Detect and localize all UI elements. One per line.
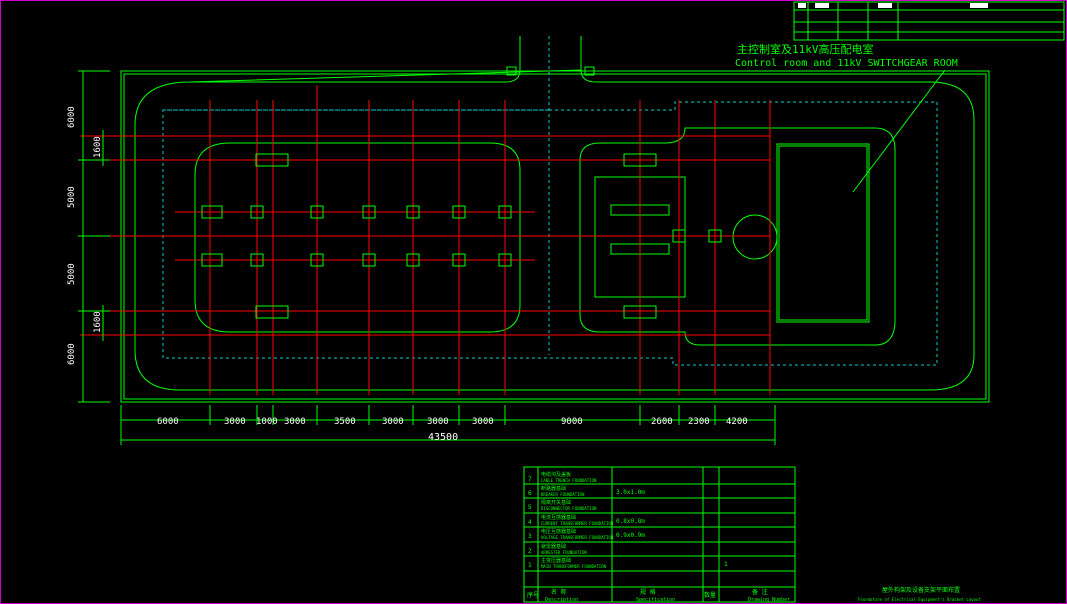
title-block-top	[793, 1, 1065, 41]
dim-left-1: 6000	[67, 106, 77, 128]
table-title-en: Foundation of Electrical Equipment's Bra…	[858, 597, 981, 602]
room-label-en: Control room and 11kV SWITCHGEAR ROOM	[735, 58, 958, 69]
axis-lines-vertical	[209, 85, 771, 395]
row-no: 1	[528, 562, 532, 569]
row-qty: 1	[724, 561, 728, 568]
row-name-en: CURRENT TRANSFORMER FOUNDATION	[541, 521, 614, 526]
row-name-en: MAIN TRANSFORMER FOUNDATION	[541, 564, 607, 569]
equipment-table	[523, 466, 796, 603]
dim-bottom-11: 2300	[688, 417, 710, 427]
dim-bottom-1: 6000	[157, 417, 179, 427]
row-name-en: ARRESTER FOUNDATION	[541, 550, 587, 555]
th-no: 序号	[527, 591, 539, 599]
row-name-cn: 电压互感器基础	[541, 528, 576, 535]
dim-bottom-7: 3000	[427, 417, 449, 427]
th-name-en: Description	[545, 597, 578, 603]
row-name-en: DISCONNECTOR FOUNDATION	[541, 506, 597, 511]
row-name-en: VOLTAGE TRANSFORMER FOUNDATION	[541, 535, 614, 540]
th-spec-en: Specification	[636, 597, 675, 603]
row-no: 4	[528, 519, 532, 526]
dim-bottom-9: 9000	[561, 417, 583, 427]
row-spec: 0.8x0.8m	[616, 518, 645, 525]
row-spec: 3.0x1.0m	[616, 489, 645, 496]
row-no: 3	[528, 533, 532, 540]
row-spec: 0.9x0.9m	[616, 532, 645, 539]
row-name-cn: 隔离开关基础	[541, 499, 571, 506]
dim-lines	[78, 70, 776, 445]
row-no: 7	[528, 476, 532, 483]
th-remark: 备 注	[752, 588, 768, 596]
dim-left-2: 1600	[93, 136, 103, 158]
control-room	[776, 143, 870, 323]
row-no: 6	[528, 490, 532, 497]
dim-total: 43500	[428, 432, 458, 443]
dim-bottom-10: 2600	[651, 417, 673, 427]
th-remark-en: Drawing Number	[748, 597, 790, 603]
dim-left-3: 5000	[67, 186, 77, 208]
dim-left-4: 5000	[67, 263, 77, 285]
row-name-cn: 主变压器基础	[541, 557, 571, 564]
th-name: 名 称	[551, 588, 567, 596]
row-name-cn: 电缆沟及盖板	[541, 471, 571, 478]
th-qty: 数量	[704, 591, 716, 599]
row-no: 2	[528, 548, 532, 555]
row-no: 5	[528, 504, 532, 511]
th-spec: 规 格	[640, 588, 656, 596]
dim-bottom-12: 4200	[726, 417, 748, 427]
dim-bottom-4: 3000	[284, 417, 306, 427]
dim-bottom-8: 3000	[472, 417, 494, 427]
dim-left-6: 6000	[67, 343, 77, 365]
dim-bottom-6: 3000	[382, 417, 404, 427]
table-title-cn: 屋外构架及设备支架平面布置	[882, 586, 960, 594]
axis-lines-horizontal	[80, 135, 770, 336]
dim-bottom-3: 1000	[256, 417, 278, 427]
dim-bottom-2: 3000	[224, 417, 246, 427]
dim-left-5: 1600	[93, 311, 103, 333]
row-name-en: CABLE TRENCH FOUNDATION	[541, 478, 597, 483]
row-name-cn: 断路器基础	[541, 485, 566, 492]
row-name-en: BREAKER FOUNDATION	[541, 492, 585, 497]
leader-line	[852, 69, 946, 193]
row-name-cn: 避雷器基础	[541, 543, 566, 550]
row-name-cn: 电流互感器基础	[541, 514, 576, 521]
entrance-road	[506, 36, 595, 355]
room-label-cn: 主控制室及11kV高压配电室	[737, 42, 874, 56]
dim-bottom-5: 3500	[334, 417, 356, 427]
foundations	[201, 153, 722, 319]
